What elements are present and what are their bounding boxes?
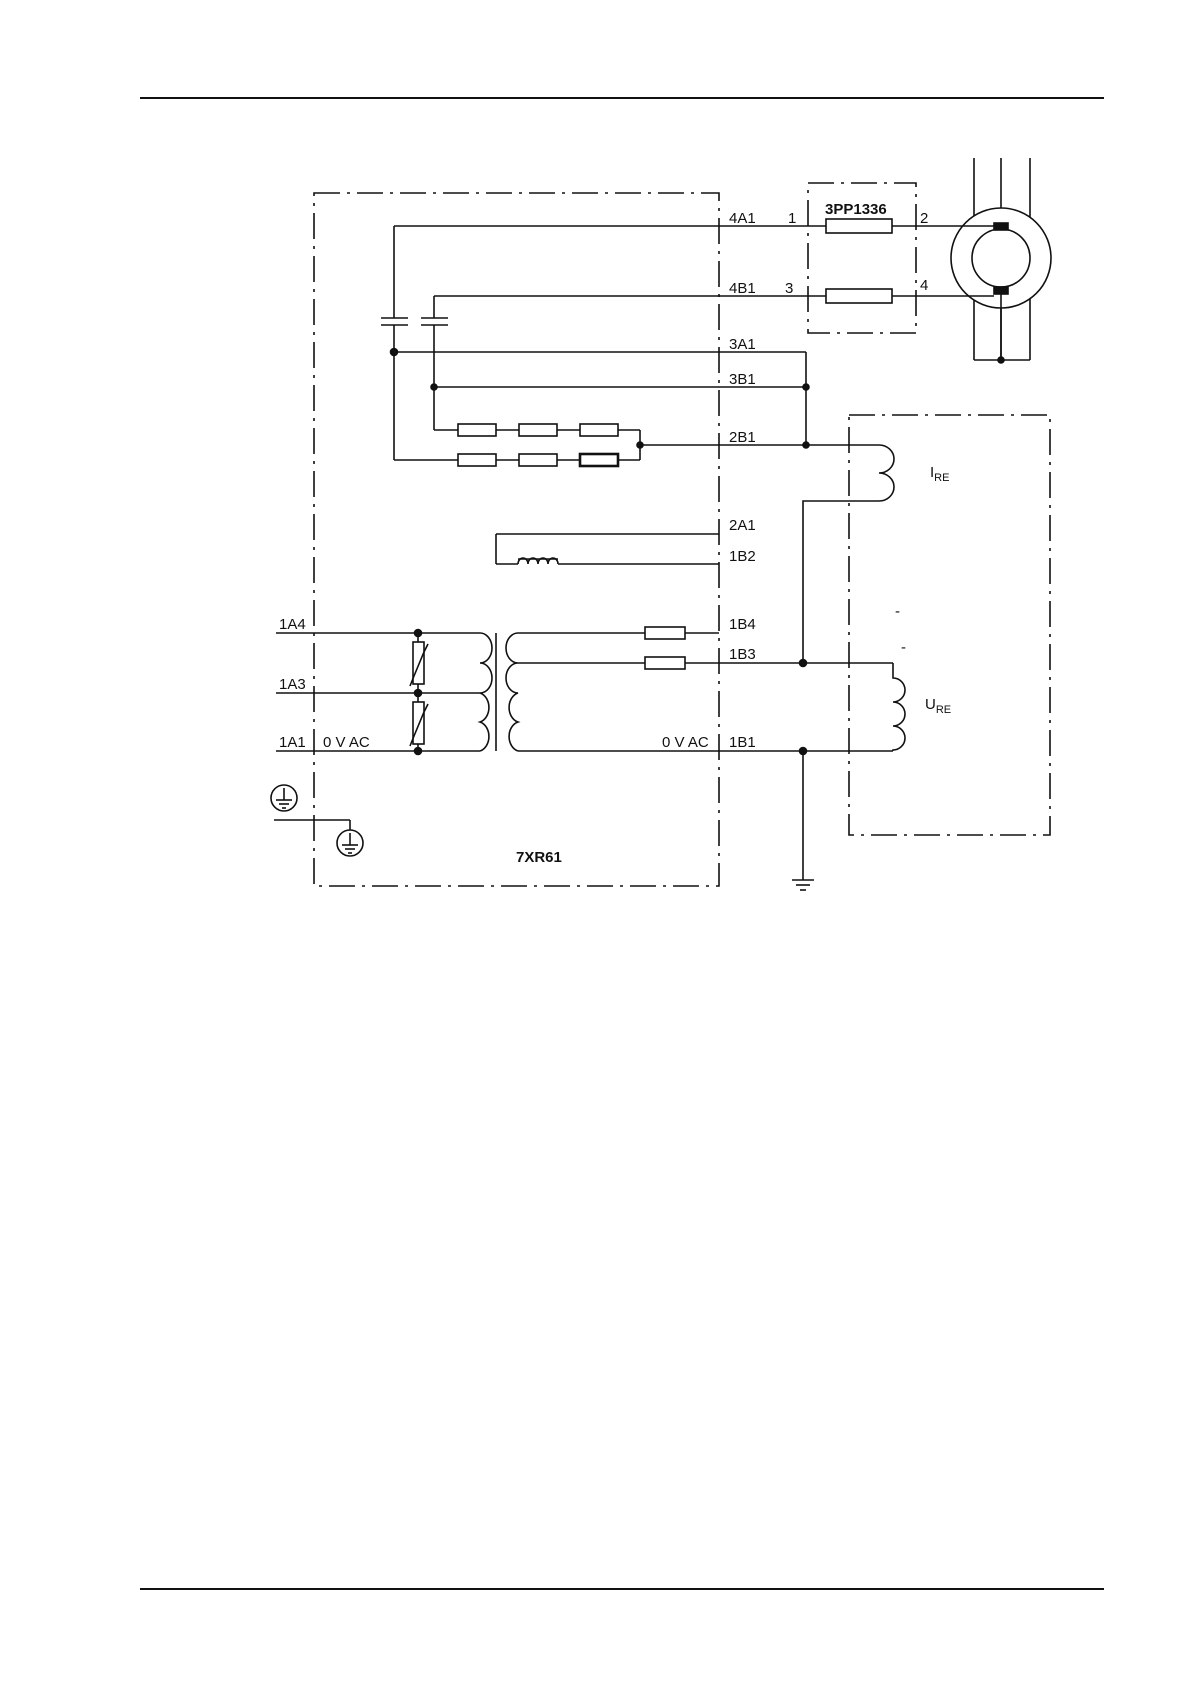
terminal-1b2-label: 1B2 xyxy=(729,548,756,565)
dash-mark: - xyxy=(895,603,900,620)
inductor-icon xyxy=(893,663,905,751)
resistor-icon xyxy=(580,424,618,436)
varistor-icon xyxy=(410,633,428,693)
terminal-1a3-label: 1A3 xyxy=(279,676,306,693)
terminal-1b4-label: 1B4 xyxy=(729,616,756,633)
dash-mark: - xyxy=(901,639,906,656)
capacitor-icon xyxy=(381,226,408,460)
resistor-icon xyxy=(580,454,618,466)
resistor-icon xyxy=(458,454,496,466)
zero-v-ac-right: 0 V AC xyxy=(662,734,709,751)
resistor-icon xyxy=(519,424,557,436)
resistor-icon xyxy=(519,454,557,466)
terminal-2b1-label: 2B1 xyxy=(729,429,756,446)
external-boundary xyxy=(849,415,1050,835)
voltage-label-main: U xyxy=(925,696,936,713)
terminal-1a1-label: 1A1 xyxy=(279,734,306,751)
terminal-1a4-label: 1A4 xyxy=(279,616,306,633)
pin-1-label: 1 xyxy=(788,210,796,227)
pin-2-label: 2 xyxy=(920,210,928,227)
terminal-3a1-label: 3A1 xyxy=(729,336,756,353)
transformer-icon xyxy=(480,633,518,751)
device-boundary xyxy=(314,193,719,886)
resistor-icon xyxy=(826,219,892,233)
resistor-icon xyxy=(458,424,496,436)
pin-4-label: 4 xyxy=(920,277,928,294)
module-label: 3PP1336 xyxy=(825,201,887,218)
terminal-4a1-label: 4A1 xyxy=(729,210,756,227)
pin-3-label: 3 xyxy=(785,280,793,297)
zero-v-ac-left: 0 V AC xyxy=(323,734,370,751)
motor-icon xyxy=(951,158,1051,363)
terminal-1b1-label: 1B1 xyxy=(729,734,756,751)
protective-earth-icon xyxy=(271,785,297,811)
resistor-icon xyxy=(645,627,685,639)
terminal-1b3-label: 1B3 xyxy=(729,646,756,663)
terminal-3b1-label: 3B1 xyxy=(729,371,756,388)
capacitor-icon xyxy=(421,296,448,430)
terminal-4b1-label: 4B1 xyxy=(729,280,756,297)
varistor-icon xyxy=(410,693,428,751)
terminal-2a1-label: 2A1 xyxy=(729,517,756,534)
protective-earth-icon xyxy=(337,830,363,856)
current-label: IRE xyxy=(930,464,949,484)
ground-icon xyxy=(792,751,814,890)
resistor-icon xyxy=(645,657,685,669)
resistor-icon xyxy=(826,289,892,303)
current-label-sub: RE xyxy=(934,472,949,484)
voltage-label: URE xyxy=(925,696,951,716)
device-label: 7XR61 xyxy=(516,849,562,866)
voltage-label-sub: RE xyxy=(936,704,951,716)
